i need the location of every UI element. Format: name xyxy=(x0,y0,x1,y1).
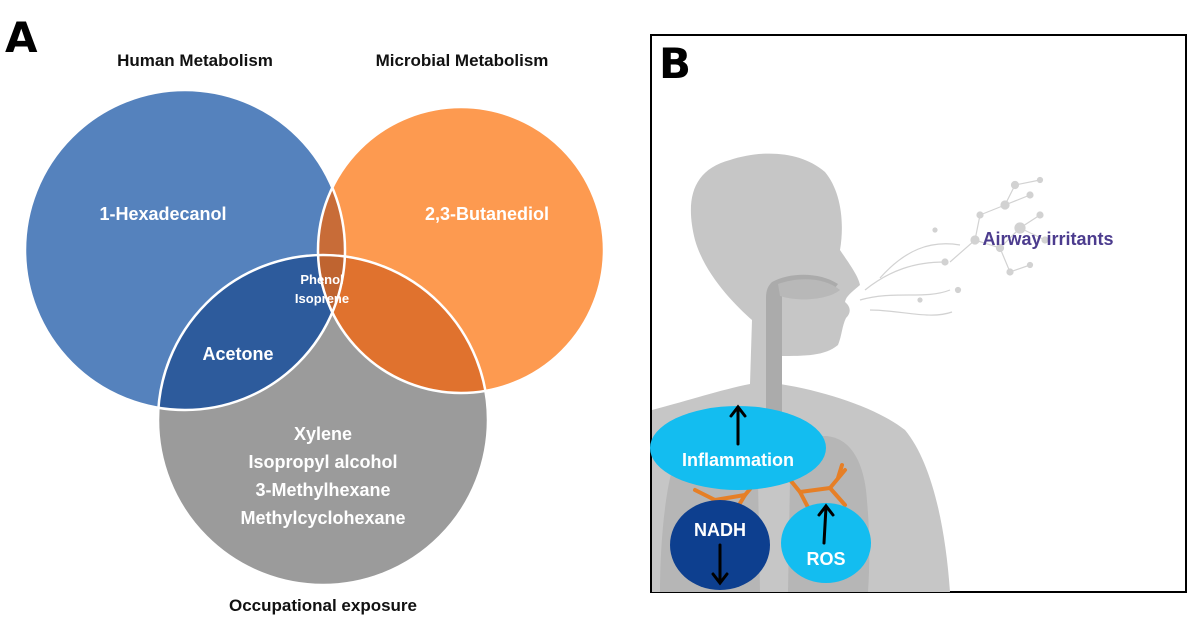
inflammation-label: Inflammation xyxy=(682,450,794,470)
ros-up-arrow xyxy=(817,503,835,545)
inflammation-ellipse xyxy=(650,406,826,490)
occupational-compound: Methylcyclohexane xyxy=(240,508,405,528)
occupational-compound: 3-Methylhexane xyxy=(255,480,390,500)
nadh-down-arrow xyxy=(711,543,729,586)
microbial-occupational-overlap xyxy=(318,255,488,393)
center-compound-2: Isoprene xyxy=(295,291,349,306)
human-metabolism-label: Human Metabolism xyxy=(117,51,273,70)
human-occupational-compound: Acetone xyxy=(202,344,273,364)
occupational-outline xyxy=(156,253,490,587)
panel-b-letter: B xyxy=(659,39,691,88)
occupational-exposure-label: Occupational exposure xyxy=(229,596,417,615)
ros-circle xyxy=(781,503,871,583)
occupational-compound: Xylene xyxy=(294,424,352,444)
microbial-only-compound: 2,3-Butanediol xyxy=(425,204,549,224)
ros-label: ROS xyxy=(806,549,845,569)
inflammation-up-arrow xyxy=(729,404,747,446)
human-occupational-overlap xyxy=(158,255,345,410)
panel-b: B xyxy=(650,34,1187,593)
microbial-metabolism-label: Microbial Metabolism xyxy=(376,51,549,70)
occupational-compound: Isopropyl alcohol xyxy=(248,452,397,472)
panel-a: A Human Metabolism Microbial Metabolism … xyxy=(5,13,606,615)
airway-irritant-particles xyxy=(859,176,1049,316)
human-only-compound: 1-Hexadecanol xyxy=(99,204,226,224)
human-outline xyxy=(23,88,347,412)
panel-a-letter: A xyxy=(5,13,38,62)
center-compound-1: Phenol xyxy=(300,272,343,287)
airway-irritants-label: Airway irritants xyxy=(982,229,1113,249)
nasal-cavity xyxy=(778,279,840,300)
microbial-outline xyxy=(316,105,606,395)
nadh-label: NADH xyxy=(694,520,746,540)
